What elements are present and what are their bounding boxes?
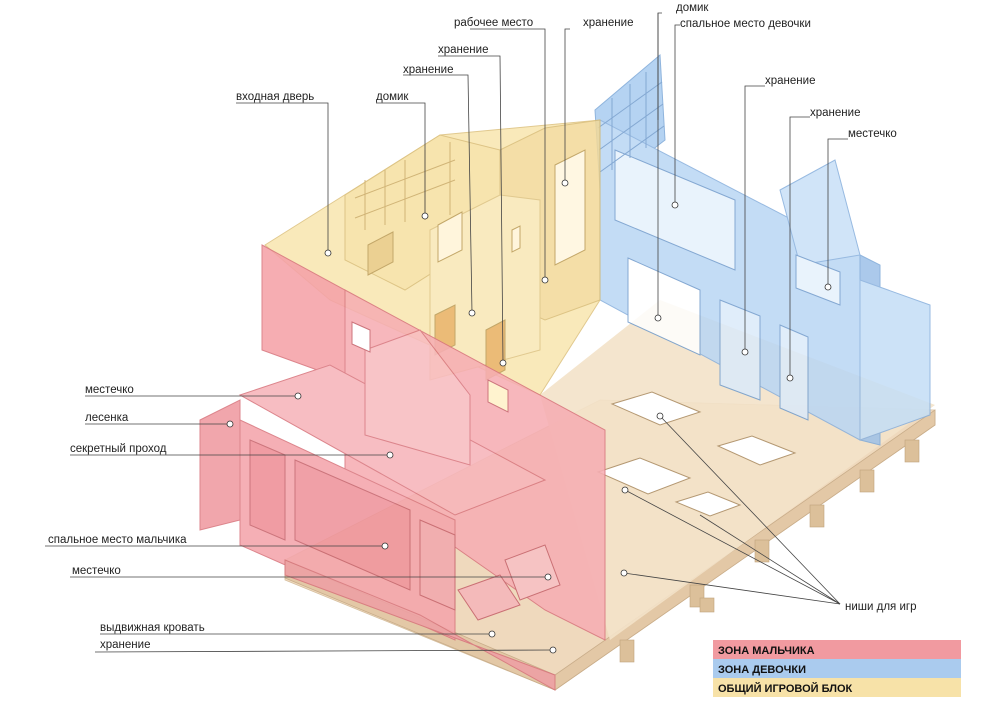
label-nook: местечко	[85, 384, 134, 396]
legend-swatch-boy	[713, 640, 961, 659]
shared-zone	[264, 119, 601, 396]
boy-zone	[199, 244, 606, 691]
label-storage: хранение	[100, 639, 150, 651]
label-storage: хранение	[438, 44, 488, 56]
legend-swatch-girl	[713, 659, 961, 678]
label-girl-sleep: спальное место девочки	[680, 18, 811, 30]
legend-label-boy: ЗОНА МАЛЬЧИКА	[718, 645, 815, 657]
legend-label-shared: ОБЩИЙ ИГРОВОЙ БЛОК	[718, 682, 853, 695]
legend: ЗОНА МАЛЬЧИКА ЗОНА ДЕВОЧКИ ОБЩИЙ ИГРОВОЙ…	[713, 640, 961, 697]
leader-lines	[45, 12, 848, 654]
girl-zone	[594, 53, 931, 446]
label-storage: хранение	[810, 107, 860, 119]
label-storage: хранение	[583, 17, 633, 29]
label-workplace: рабочее место	[454, 17, 533, 29]
label-pullout-bed: выдвижная кровать	[100, 622, 205, 634]
labels: рабочее место хранение домик спальное ме…	[48, 2, 916, 651]
legend-swatch-shared	[713, 678, 961, 697]
label-house: домик	[676, 2, 709, 14]
label-nook: местечко	[72, 565, 121, 577]
label-storage: хранение	[765, 75, 815, 87]
label-secret-passage: секретный проход	[70, 443, 167, 455]
label-ladder: лесенка	[85, 412, 129, 424]
legend-label-girl: ЗОНА ДЕВОЧКИ	[718, 664, 806, 676]
label-entry-door: входная дверь	[236, 91, 314, 103]
floor-niches	[596, 391, 797, 517]
label-storage: хранение	[403, 64, 453, 76]
label-play-niches: ниши для игр	[845, 601, 916, 613]
label-boy-sleep: спальное место мальчика	[48, 534, 187, 546]
label-house: домик	[376, 91, 409, 103]
label-nook: местечко	[848, 128, 897, 140]
